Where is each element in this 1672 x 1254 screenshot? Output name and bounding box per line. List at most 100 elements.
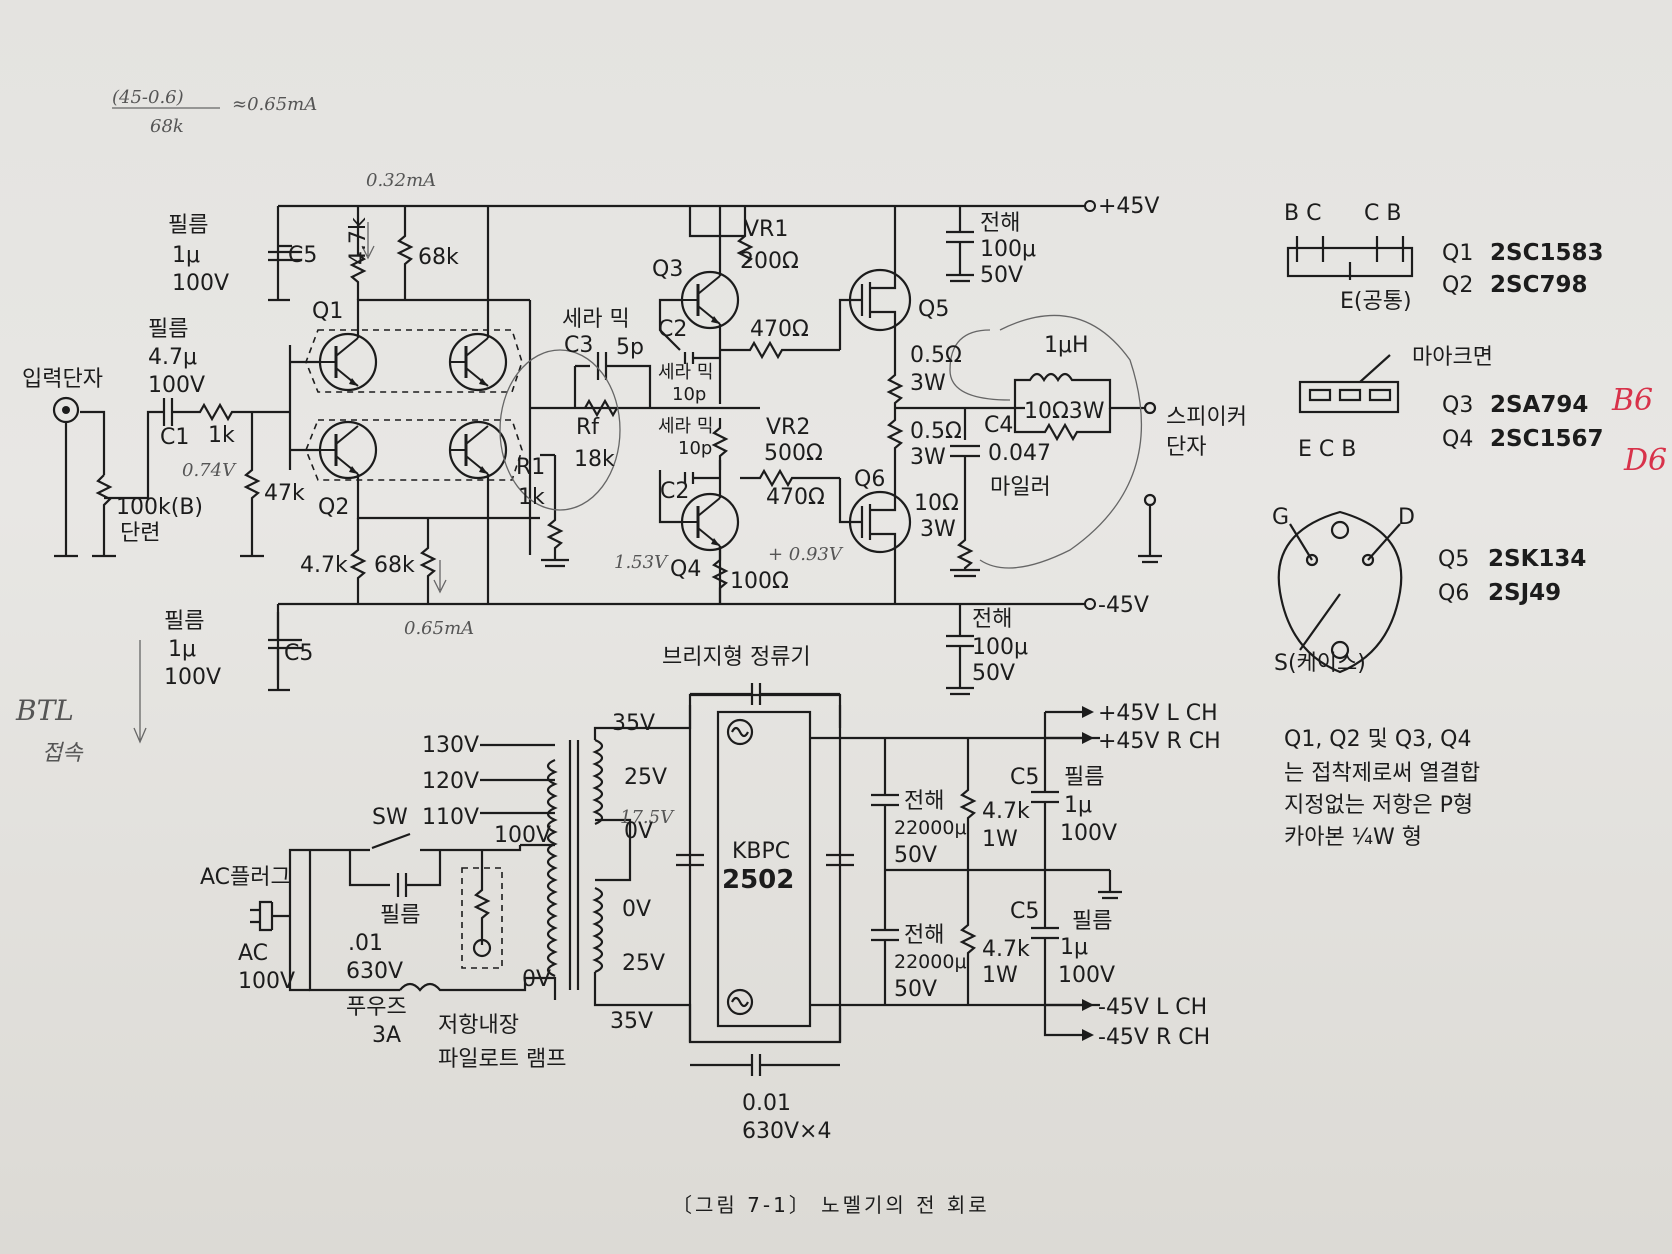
- label-elec-2-val: 100μ: [972, 635, 1028, 660]
- transformer: [480, 683, 854, 1076]
- label-film-3-val: 1μ: [168, 637, 196, 662]
- label-speaker-2: 단자: [1166, 435, 1206, 460]
- label-ac-100v: 100V: [238, 969, 295, 994]
- label-q6: Q6: [854, 467, 885, 492]
- note-line-3: 지정없는 저항은 P형: [1284, 793, 1473, 818]
- label-film-4: 필름: [380, 903, 420, 928]
- decoupling-caps: [946, 206, 974, 696]
- label-lamp: 저항내장: [438, 1013, 519, 1038]
- label-minus45: -45V: [1098, 593, 1149, 618]
- label-0v-a: 0V: [624, 819, 653, 844]
- label-35v-top: 35V: [612, 711, 655, 736]
- supply-rails: [276, 200, 1096, 680]
- label-r47k-mid: 47k: [264, 481, 305, 506]
- input-transistors: [268, 206, 540, 692]
- filter-caps: [871, 706, 1122, 1041]
- label-film-4-val: .01: [348, 931, 383, 956]
- figure-caption: 〔그림 7-1〕 노멜기의 전 회로: [672, 1193, 990, 1217]
- label-l1: 1μH: [1044, 333, 1089, 358]
- label-r05-bot-w: 3W: [910, 445, 946, 470]
- label-0v-c: 0V: [522, 967, 551, 992]
- label-rf-val: 18k: [574, 447, 615, 472]
- label-r470-top: 470Ω: [750, 317, 809, 342]
- label-35v-bot: 35V: [610, 1009, 653, 1034]
- label-q3: Q3: [652, 257, 683, 282]
- q2-designator: Q2: [1442, 273, 1473, 298]
- pencil-voltage-1: 0.74V: [182, 460, 237, 481]
- pencil-voltage-2: 1.53V: [614, 552, 669, 573]
- pin-d: D: [1398, 505, 1415, 530]
- label-r1: R1: [516, 455, 545, 480]
- label-danryeon: 단련: [120, 521, 160, 546]
- label-mylar: 마일러: [990, 475, 1051, 500]
- label-q4: Q4: [670, 557, 701, 582]
- output-stage: [838, 206, 1162, 604]
- label-rf: Rf: [576, 415, 600, 440]
- label-elec-4-v: 50V: [894, 977, 937, 1002]
- label-r100: 100Ω: [730, 569, 789, 594]
- red-note-1: B6: [1611, 383, 1653, 418]
- pin-ecb: E C B: [1298, 437, 1356, 462]
- label-l1-r: 10Ω3W: [1024, 399, 1105, 424]
- q3-part: 2SA794: [1490, 392, 1588, 418]
- psu-labels: 브리지형 정류기 KBPC 2502 35V 25V 0V 0V 25V 35V…: [200, 645, 1221, 1144]
- note-line-1: Q1, Q2 및 Q3, Q4: [1284, 727, 1471, 752]
- q2-part: 2SC798: [1490, 272, 1587, 298]
- label-out-4: -45V R CH: [1098, 1025, 1210, 1050]
- pinouts: [1277, 236, 1414, 674]
- label-cera-3: 세라 믹: [658, 416, 713, 437]
- label-film-4-v: 630V: [346, 959, 403, 984]
- label-r68k-bot: 68k: [374, 553, 415, 578]
- label-r1k: 1k: [208, 423, 235, 448]
- label-r47k-a-w: 1W: [982, 827, 1018, 852]
- feedback-network: [528, 300, 760, 568]
- label-q5: Q5: [918, 297, 949, 322]
- label-25v-top: 25V: [624, 765, 667, 790]
- label-vr1-val: 200Ω: [740, 249, 799, 274]
- red-ink-text: B6 D6: [1611, 383, 1667, 478]
- label-r470-bot: 470Ω: [766, 485, 825, 510]
- amp-labels: +45V -45V 필름 1μ 100V C5 4.7k 68k Q1 Q2 필…: [22, 194, 1247, 690]
- label-c1: C1: [160, 425, 189, 450]
- label-q2: Q2: [318, 495, 349, 520]
- label-film-5: 필름: [1064, 765, 1104, 790]
- label-plus45: +45V: [1098, 194, 1159, 219]
- label-120v: 120V: [422, 769, 479, 794]
- label-cera-2: 세라 믹: [658, 362, 713, 383]
- label-cap-bot: 0.01: [742, 1091, 791, 1116]
- label-vr2-val: 500Ω: [764, 441, 823, 466]
- label-film-2-val: 4.7μ: [148, 345, 197, 370]
- pin-g: G: [1272, 505, 1289, 530]
- label-out-2: +45V R CH: [1098, 729, 1221, 754]
- pencil-btl-connect: 접속: [42, 741, 84, 766]
- label-0v-b: 0V: [622, 897, 651, 922]
- q6-designator: Q6: [1438, 581, 1469, 606]
- label-r68k-top: 68k: [418, 245, 459, 270]
- label-r1-val: 1k: [518, 485, 545, 510]
- pencil-voltage-3: + 0.93V: [768, 544, 844, 565]
- label-ac-plug: AC플러그: [200, 865, 291, 890]
- pencil-voltage-4: 17.5V: [620, 807, 675, 828]
- label-c5-bot: C5: [284, 641, 313, 666]
- label-25v-bot: 25V: [622, 951, 665, 976]
- pencil-formula-num: (45-0.6): [112, 87, 184, 108]
- label-c5-psu-1: C5: [1010, 765, 1039, 790]
- label-c2-top: C2: [658, 317, 687, 342]
- label-c2-bot: C2: [660, 479, 689, 504]
- pencil-formula-res: ≈0.65mA: [232, 94, 317, 115]
- label-film-5-val: 1μ: [1064, 793, 1092, 818]
- pin-e-common: E(공통): [1340, 289, 1412, 314]
- label-film-6: 필름: [1072, 909, 1112, 934]
- label-film-1: 필름: [168, 213, 208, 238]
- input-section: [52, 345, 292, 558]
- label-film-2: 필름: [148, 317, 188, 342]
- parts-list: B C C B E(공통) Q1 2SC1583 Q2 2SC798 마아크면 …: [1272, 201, 1603, 850]
- q4-part: 2SC1567: [1490, 426, 1603, 452]
- label-c3: C3: [564, 333, 593, 358]
- label-film-1-val: 1μ: [172, 243, 200, 268]
- q5-part: 2SK134: [1488, 546, 1586, 572]
- label-c5-psu-2: C5: [1010, 899, 1039, 924]
- label-vr1: VR1: [744, 217, 788, 242]
- label-q1: Q1: [312, 299, 343, 324]
